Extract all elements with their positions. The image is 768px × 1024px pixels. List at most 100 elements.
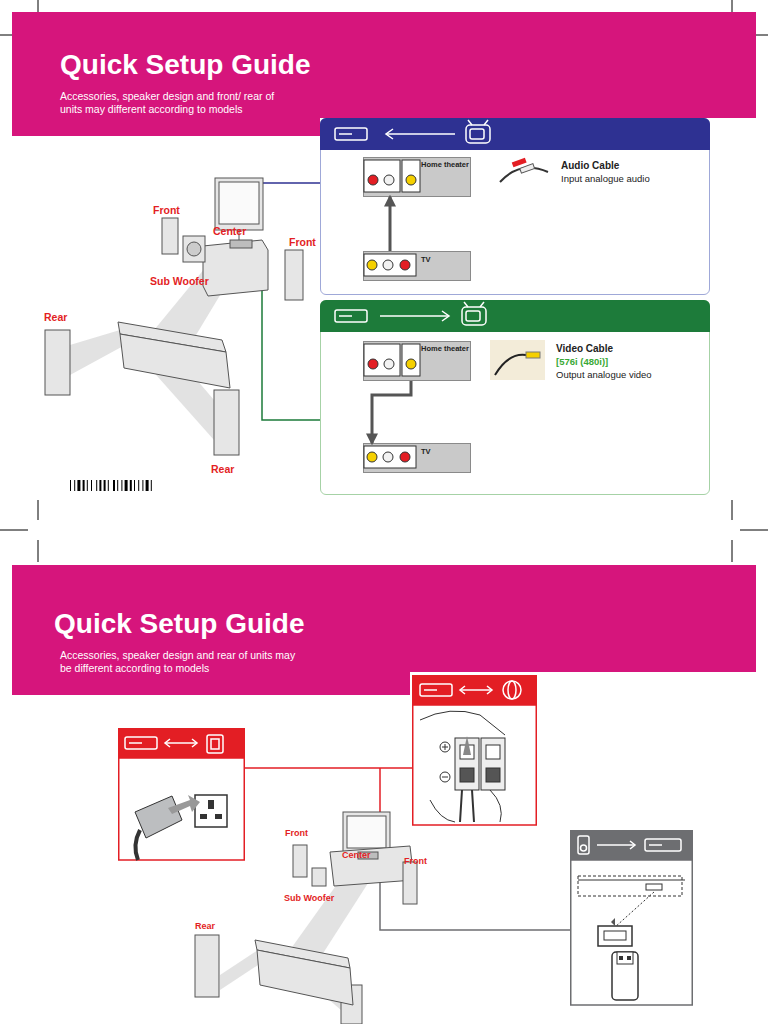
node-text: Home theater [421, 160, 473, 169]
node-text: Home theater [421, 344, 473, 353]
speaker-layout-top [285, 250, 303, 300]
node-text: TV [421, 255, 471, 264]
node-text: Accessories, speaker design and rear of … [60, 649, 300, 674]
node-text: TV [421, 447, 471, 456]
speaker-layout-bottom [343, 812, 390, 852]
usb-panel [611, 918, 615, 926]
speaker-wire-panel [420, 684, 452, 696]
usb-panel [578, 876, 682, 896]
usb-panel [604, 931, 626, 940]
barcode [70, 480, 152, 491]
barcode [70, 480, 71, 491]
node-text: Audio Cable [561, 160, 701, 172]
barcode [121, 480, 122, 491]
speaker-label: Rear [44, 311, 67, 324]
speaker-wire-panel [460, 768, 474, 782]
usb-panel [598, 926, 632, 946]
speaker-wire-panel [430, 790, 501, 822]
speaker-layout-top [230, 240, 252, 248]
node-text: Accessories, speaker design and front/ r… [60, 90, 292, 115]
speaker-wire-panel [508, 681, 516, 699]
usb-panel [614, 892, 654, 928]
usb-panel [578, 836, 681, 854]
usb-panel [578, 836, 589, 854]
speaker-wire-panel [487, 686, 492, 694]
leader-lines [245, 767, 412, 769]
crop-marks [0, 0, 768, 562]
speaker-label: Rear [195, 921, 215, 932]
speaker-wire-panel [460, 790, 474, 822]
jack-box: TV [363, 251, 471, 281]
leader-lines [245, 183, 570, 930]
usb-panel [645, 839, 681, 851]
speaker-label: Front [153, 204, 180, 217]
power-panel [200, 814, 207, 819]
speaker-layout-bottom [330, 846, 414, 886]
power-panel [192, 739, 197, 747]
usb-panel [619, 956, 623, 960]
speaker-layout-top [219, 182, 259, 224]
speaker-layout-top [45, 178, 303, 455]
speaker-wire-panel [460, 686, 465, 694]
jack-box: Home theater [363, 341, 471, 381]
guide-title: Quick Setup Guide [54, 607, 454, 641]
barcode [134, 480, 135, 491]
band-shape [12, 565, 756, 695]
barcode [87, 480, 88, 491]
speaker-layout-top [215, 178, 263, 230]
usb-panel [646, 884, 662, 890]
crop-marks [732, 540, 733, 562]
speaker-layout-bottom [403, 862, 417, 904]
speaker-wire-panel [503, 681, 521, 699]
barcode [146, 480, 149, 491]
speaker-wire-panel [440, 742, 450, 752]
barcode [108, 480, 109, 491]
usb-panel [581, 845, 587, 851]
barcode [99, 480, 101, 491]
usb-panel [630, 841, 635, 849]
speaker-beams [70, 330, 125, 375]
crop-marks [38, 500, 39, 520]
speaker-wire-panel [463, 736, 471, 755]
speaker-wire-panel [440, 772, 450, 782]
panel-header [320, 300, 710, 332]
connection-panel: Video Cable[576i (480i)]Output analogue … [320, 300, 710, 495]
speaker-wire-panel [486, 745, 500, 759]
barcode [104, 480, 106, 491]
speaker-label: Center [213, 225, 246, 238]
power-panel [195, 795, 227, 827]
speaker-wire-panel [420, 711, 505, 735]
usb-panel [617, 952, 633, 964]
power-panel [168, 795, 200, 814]
jack-box: Home theater [363, 157, 471, 197]
power-panel [135, 830, 140, 860]
node-text: Video Cable [556, 343, 701, 355]
power-panel [119, 758, 245, 860]
speaker-layout-top [162, 218, 178, 254]
speaker-layout-bottom [293, 845, 307, 877]
barcode [151, 480, 152, 491]
connection-panel: Audio CableInput analogue audioHome thea… [320, 118, 710, 295]
power-panel [211, 739, 219, 749]
power-panel [125, 737, 157, 749]
barcode [138, 480, 139, 491]
node-text: [576i (480i)] [556, 356, 701, 367]
speaker-layout-bottom [347, 816, 386, 848]
speaker-layout-top [187, 242, 201, 256]
crop-marks [740, 530, 768, 531]
usb-panel [570, 830, 693, 860]
panel-header [320, 118, 710, 150]
speaker-label: Sub Woofer [284, 893, 334, 904]
speaker-wire-panel [420, 681, 521, 699]
speaker-layout-top [183, 236, 205, 262]
power-panel [165, 742, 197, 744]
power-panel [129, 742, 142, 744]
speaker-label: Front [285, 828, 308, 839]
barcode [96, 480, 97, 491]
power-panel [125, 735, 223, 753]
speaker-wire-panel [442, 777, 448, 778]
speaker-wire-panel [413, 705, 537, 825]
speaker-wire-panel [445, 744, 446, 750]
header-band: Quick Setup GuideAccessories, speaker de… [12, 565, 756, 695]
